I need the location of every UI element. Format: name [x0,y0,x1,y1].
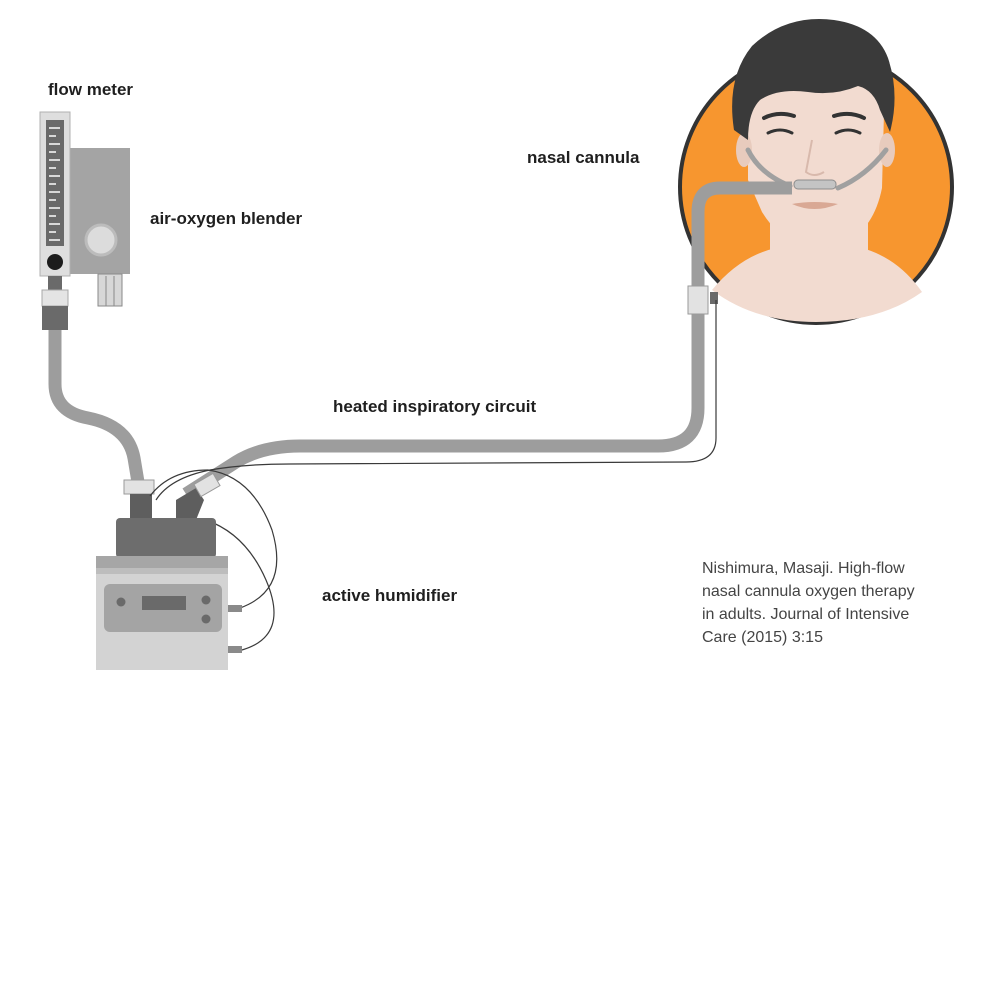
blender-dial [84,223,118,257]
flow-meter-outlet [48,276,62,290]
humidifier-cable-lower [205,519,275,651]
patient-nose [804,139,825,176]
circuit-heater-wire [155,300,717,501]
label-nasal-cannula: nasal cannula [527,148,640,167]
humidifier-plug-lower [228,646,242,653]
humidifier-inlet-port [130,494,152,520]
circuit-tube [182,181,792,500]
humidifier-button-right-bottom [201,614,211,624]
blender-outlet [97,273,123,307]
label-heated-inspiratory-circuit: heated inspiratory circuit [333,397,537,416]
humidifier-outlet-connector [193,472,221,498]
humidifier-top-band-line [96,568,228,574]
humidifier-button-left [116,597,126,607]
circuit-connector [687,285,709,315]
cannula-prongs [793,179,837,190]
humidifier-button-right-top [201,595,211,605]
humidifier-cable-upper [149,469,278,609]
citation-line: Care (2015) 3:15 [702,629,823,646]
humidifier-plug-upper [228,605,242,612]
active-humidifier [96,469,278,670]
citation-line: Nishimura, Masaji. High-flow [702,560,905,577]
patient-mouth [792,202,838,209]
label-flow-meter: flow meter [48,80,134,99]
temperature-probe-port [710,292,718,304]
citation-line: in adults. Journal of Intensive [702,606,910,623]
label-active-humidifier: active humidifier [322,586,458,605]
patient-eyebrow-right [832,111,866,120]
patient-eye-left [766,128,794,135]
label-air-oxygen-blender: air-oxygen blender [150,209,303,228]
humidifier-outlet-elbow [176,488,204,520]
humidifier-inlet-connector [123,479,155,495]
patient-eyebrow-left [762,111,796,120]
humidification-chamber [116,518,216,558]
flow-meter-knob [47,254,63,270]
patient-ear-left [736,133,752,167]
flow-meter-adapter [42,306,68,330]
supply-tube [48,330,145,484]
citation: Nishimura, Masaji. High-flow nasal cannu… [702,557,972,649]
heated-inspiratory-circuit [155,181,792,501]
patient-hair [732,19,895,141]
flow-meter-assembly [39,111,130,330]
humidifier-top-band [96,556,228,568]
patient-eye-right [834,128,862,135]
citation-line: nasal cannula oxygen therapy [702,583,915,600]
patient-shoulders [712,248,922,322]
patient-face [748,72,884,250]
flow-meter-ticks [49,127,60,241]
patient-illustration [678,19,954,325]
humidifier-display [142,596,186,610]
flow-meter-connector [41,289,69,307]
